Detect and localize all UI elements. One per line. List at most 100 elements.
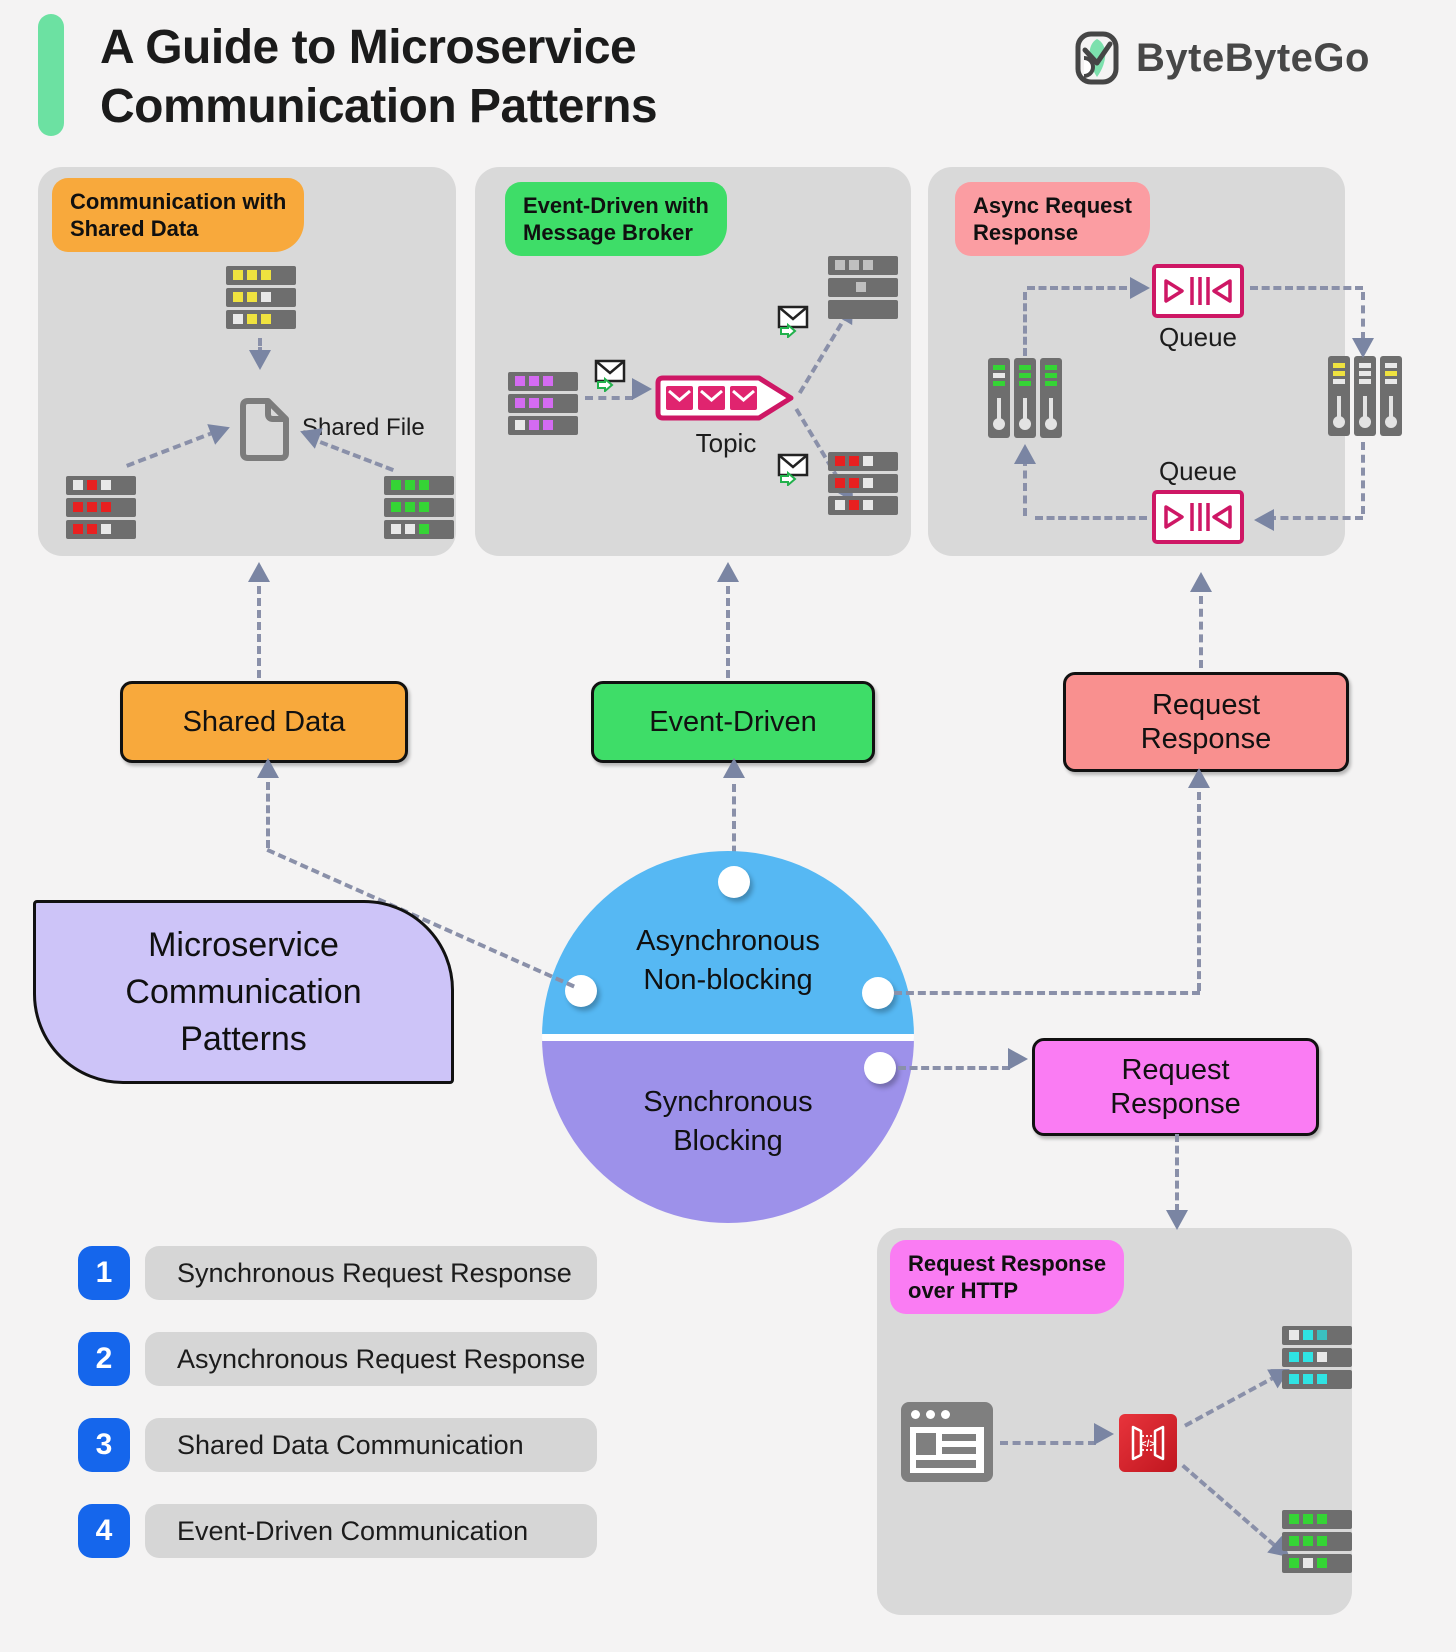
legend-number: 1 — [95, 1256, 113, 1289]
legend-item-2: Asynchronous Request Response — [145, 1332, 597, 1386]
arrowhead — [257, 758, 279, 778]
badge-line: Async Request — [973, 193, 1132, 218]
dashed-connector — [1199, 596, 1203, 668]
node-label: Event-Driven — [649, 706, 817, 738]
browser-dot — [941, 1410, 950, 1419]
arrowhead — [632, 378, 652, 400]
connector-dot-left — [565, 975, 597, 1007]
hub-label-line: Communication — [125, 972, 362, 1011]
arrowhead — [1008, 1048, 1028, 1070]
legend-item-3: Shared Data Communication — [145, 1418, 597, 1472]
node-label: Response — [1140, 723, 1272, 755]
arrowhead — [1254, 509, 1274, 531]
queue-bottom-label: Queue — [1158, 456, 1238, 486]
arrowhead — [723, 758, 745, 778]
server-stack-icon — [828, 452, 898, 515]
server-stack-icon — [828, 256, 898, 319]
arrowhead — [1130, 277, 1150, 299]
circle-label-line: Asynchronous — [636, 925, 820, 957]
browser-icon — [901, 1402, 993, 1482]
badge-line: Request Response — [908, 1251, 1107, 1276]
dashed-connector — [898, 1066, 1010, 1070]
legend-label: Shared Data Communication — [177, 1429, 524, 1460]
topic-label: Topic — [695, 428, 757, 458]
dashed-connector — [1268, 516, 1363, 520]
node-label: Response — [1110, 1088, 1241, 1120]
server-stack-icon — [508, 372, 578, 435]
page-title-line2: Communication Patterns — [100, 80, 658, 133]
circle-sync-label: Synchronous Blocking — [542, 1083, 914, 1161]
node-request-response-async: Request Response — [1063, 672, 1349, 772]
node-label: Request — [1151, 689, 1260, 721]
arrowhead — [1352, 338, 1374, 358]
dashed-connector — [257, 586, 261, 678]
legend-label: Synchronous Request Response — [177, 1257, 572, 1288]
node-request-response-sync: Request Response — [1032, 1038, 1319, 1136]
arrowhead — [1166, 1210, 1188, 1230]
badge-line: Event-Driven with — [523, 193, 709, 218]
arrowhead — [1190, 572, 1212, 592]
arrowhead — [249, 350, 271, 370]
badge-line: Message Broker — [523, 220, 693, 245]
api-gateway-icon: </> — [1119, 1414, 1177, 1472]
arrowhead — [248, 562, 270, 582]
shared-file-icon — [240, 398, 289, 461]
circle-async-label: Asynchronous Non-blocking — [542, 922, 914, 1000]
node-event-driven: Event-Driven — [591, 681, 875, 763]
server-stack-icon — [1282, 1326, 1352, 1389]
circle-label-line: Non-blocking — [643, 964, 813, 996]
legend-item-1: Synchronous Request Response — [145, 1246, 597, 1300]
badge-line: Shared Data — [70, 216, 199, 241]
hub-label-line: Patterns — [180, 1019, 307, 1058]
topic-icon — [655, 375, 794, 421]
dashed-connector — [1027, 286, 1127, 290]
badge-line: over HTTP — [908, 1278, 1019, 1303]
tower-server-group-icon — [988, 358, 1062, 438]
tower-server-group-icon — [1328, 356, 1402, 436]
arrowhead — [1188, 768, 1210, 788]
badge-event-driven-broker: Event-Driven with Message Broker — [505, 182, 727, 256]
arrowhead — [717, 562, 739, 582]
connector-dot-right-async — [862, 977, 894, 1009]
brand-name: ByteByteGo — [1136, 35, 1370, 80]
badge-communication-shared-data: Communication with Shared Data — [52, 178, 305, 252]
dashed-connector — [1361, 292, 1365, 340]
legend-item-4: Event-Driven Communication — [145, 1504, 597, 1558]
legend-num-1: 1 — [78, 1246, 130, 1300]
server-stack-icon — [384, 476, 454, 539]
shared-file-label: Shared File — [302, 414, 425, 441]
server-stack-icon — [66, 476, 136, 539]
queue-icon — [1152, 490, 1244, 544]
server-stack-icon — [226, 266, 296, 329]
arrowhead — [1014, 444, 1036, 464]
legend-num-4: 4 — [78, 1504, 130, 1558]
legend-number: 4 — [95, 1514, 113, 1547]
message-envelope-icon — [594, 359, 626, 392]
badge-line: Communication with — [70, 189, 287, 214]
legend-label: Event-Driven Communication — [177, 1515, 529, 1546]
queue-icon — [1152, 264, 1244, 318]
dashed-connector — [258, 338, 262, 364]
legend-num-2: 2 — [78, 1332, 130, 1386]
legend-number: 3 — [95, 1428, 113, 1461]
node-label: Request — [1121, 1054, 1230, 1086]
node-shared-data: Shared Data — [120, 681, 408, 763]
dashed-connector — [1023, 292, 1027, 356]
title-accent-bar — [38, 14, 64, 136]
dashed-connector — [1035, 516, 1147, 520]
server-stack-icon — [1282, 1510, 1352, 1573]
circle-async-sync — [542, 851, 914, 1223]
arrowhead — [1094, 1423, 1114, 1445]
hub-box: Microservice Communication Patterns — [33, 900, 454, 1084]
browser-dot — [926, 1410, 935, 1419]
message-envelope-icon — [777, 305, 809, 338]
legend-label: Asynchronous Request Response — [177, 1343, 586, 1374]
dashed-connector — [585, 396, 633, 400]
legend-num-3: 3 — [78, 1418, 130, 1472]
dashed-connector — [726, 586, 730, 678]
dashed-connector — [1250, 286, 1363, 290]
connector-dot-right-sync — [864, 1052, 896, 1084]
circle-label-line: Blocking — [673, 1125, 783, 1157]
dashed-connector — [894, 991, 1200, 995]
